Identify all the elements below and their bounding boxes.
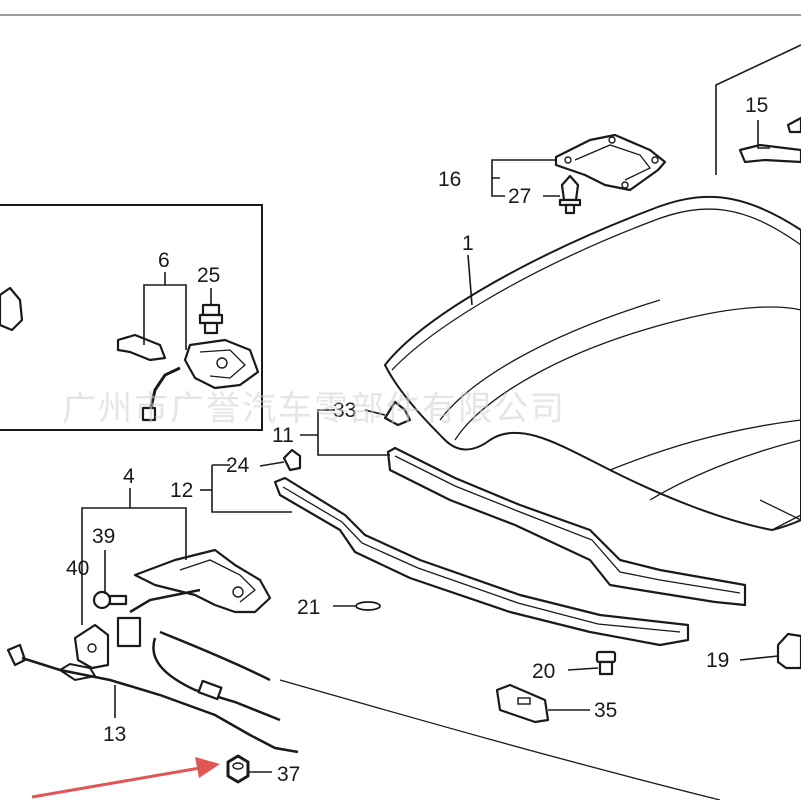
inset-box-left [0, 204, 263, 431]
seal-strip-12 [273, 476, 690, 647]
bumper-19 [776, 632, 801, 670]
leader-lines [81, 120, 779, 773]
push-clip-27 [558, 174, 582, 215]
callout-35: 35 [594, 699, 617, 722]
hood-hinge-bracket [554, 133, 667, 192]
callout-11: 11 [272, 424, 294, 447]
company-watermark: 广州市广誉汽车零部件有限公司 [62, 389, 566, 429]
callout-39: 39 [92, 525, 115, 548]
clip-35 [495, 683, 550, 724]
clip-40 [73, 623, 110, 670]
callout-4: 4 [123, 465, 135, 488]
callout-6: 6 [158, 249, 170, 272]
callout-1: 1 [462, 232, 474, 255]
callout-33: 33 [333, 399, 356, 422]
hood-panel [279, 195, 801, 800]
callout-16: 16 [438, 168, 461, 191]
bolt-39 [92, 590, 128, 610]
hood-stay-15 [738, 116, 801, 164]
red-arrow-icon [31, 757, 220, 799]
callout-40: 40 [66, 557, 89, 580]
bumper-20 [595, 650, 617, 676]
callout-13: 13 [103, 723, 126, 746]
callout-27: 27 [508, 185, 531, 208]
o-ring-21 [355, 601, 381, 611]
hood-latch-6 [116, 333, 260, 422]
callout-15: 15 [745, 94, 768, 117]
callout-12: 12 [170, 479, 193, 502]
grommet-37 [226, 754, 250, 784]
callout-21: 21 [297, 596, 320, 619]
hood-lock-4 [116, 548, 272, 648]
callout-19: 19 [706, 649, 729, 672]
partial-part-left [0, 286, 24, 332]
callout-20: 20 [532, 660, 555, 683]
inset-box-right [715, 44, 801, 175]
release-cable-13 [6, 630, 299, 754]
callout-24: 24 [226, 454, 250, 477]
bolt-25 [198, 303, 224, 335]
hood-edge-lower [771, 514, 801, 531]
clip-33 [383, 400, 412, 427]
seal-strip-11 [386, 446, 747, 607]
callout-37: 37 [277, 763, 300, 786]
callout-25: 25 [197, 264, 220, 287]
clip-24 [282, 448, 302, 472]
